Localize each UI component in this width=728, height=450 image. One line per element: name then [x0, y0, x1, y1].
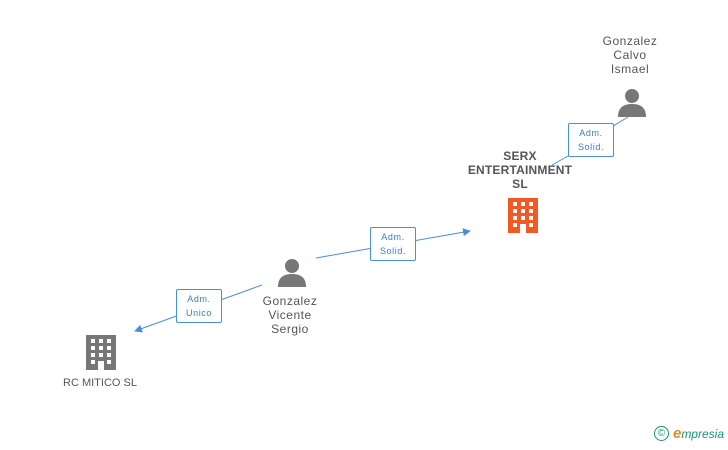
node-label-line: Sergio	[271, 322, 309, 336]
node-label-line: Ismael	[610, 62, 650, 76]
node-label-gonzalez-vicente-sergio[interactable]: Gonzalez Vicente Sergio	[250, 294, 330, 336]
edge-calvo-to-serx-lower	[551, 154, 571, 166]
person-icon[interactable]	[618, 89, 646, 117]
edge-label-line: Adm.	[579, 128, 603, 138]
node-label-line: Gonzalez	[262, 294, 318, 308]
node-label-line: SL	[512, 177, 528, 191]
edge-label-adm-unico: Adm. Unico	[176, 289, 222, 323]
edge-label-adm-solid-calvo: Adm. Solid.	[568, 123, 614, 157]
node-label-serx-entertainment-sl[interactable]: SERX ENTERTAINMENT SL	[460, 149, 580, 191]
edge-label-line: Unico	[185, 308, 212, 318]
edge-label-line: Solid.	[379, 246, 407, 256]
person-icon[interactable]	[278, 259, 306, 287]
node-label-line: Calvo	[613, 48, 647, 62]
empresia-brand[interactable]: © empresia	[653, 425, 724, 442]
brand-rest: mpresia	[681, 427, 724, 441]
node-label-gonzalez-calvo-ismael[interactable]: Gonzalez Calvo Ismael	[590, 34, 670, 76]
brand-wordmark: empresia	[673, 425, 724, 442]
edge-label-line: Adm.	[187, 294, 211, 304]
node-label-line: RC MITICO SL	[63, 377, 137, 389]
building-icon[interactable]	[86, 335, 116, 370]
node-label-line: ENTERTAINMENT	[467, 163, 573, 177]
building-icon[interactable]	[508, 198, 538, 233]
edge-label-adm-solid-vicente: Adm. Solid.	[370, 227, 416, 261]
brand-e: e	[672, 425, 682, 442]
node-label-rc-mitico-sl[interactable]: RC MITICO SL	[50, 376, 150, 390]
node-label-line: Vicente	[268, 308, 312, 322]
copyright-icon: ©	[653, 426, 669, 441]
node-label-line: SERX	[503, 149, 537, 163]
node-label-line: Gonzalez	[602, 34, 658, 48]
edge-label-line: Adm.	[381, 232, 405, 242]
edge-label-line: Solid.	[577, 142, 605, 152]
